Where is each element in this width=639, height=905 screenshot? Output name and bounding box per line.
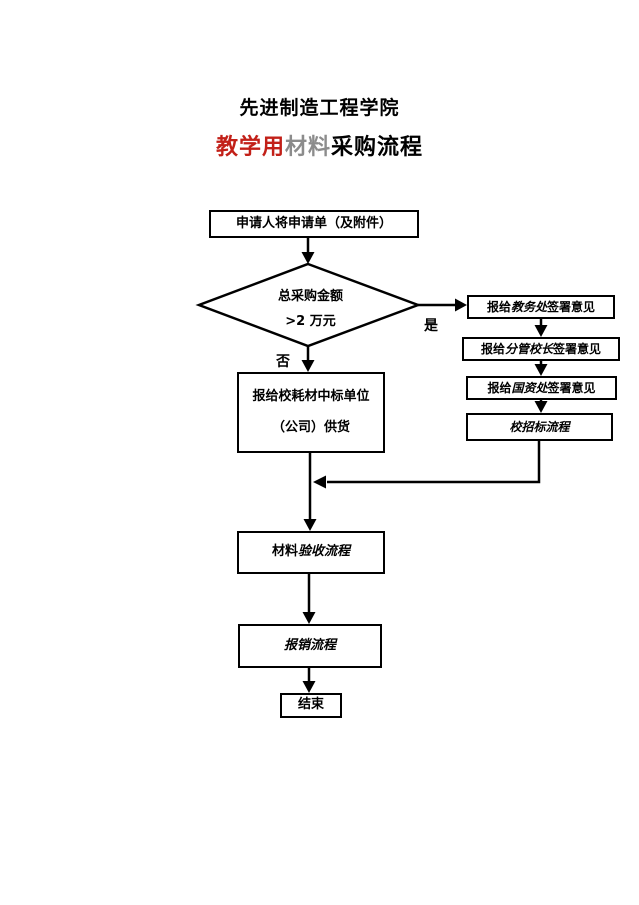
arrowhead-decision-to-approval <box>455 298 467 312</box>
approval-2-emphasis: 分管校长 <box>504 341 553 356</box>
reimbursement-node: 报销流程 <box>238 624 382 668</box>
subtitle-black-segment: 采购流程 <box>331 135 424 160</box>
arrowhead-merge-to-acceptance <box>303 519 317 531</box>
acceptance-emphasis: 验收流程 <box>298 544 351 560</box>
arrowhead-approval1-to-approval2 <box>534 325 548 337</box>
reimbursement-label: 报销流程 <box>283 637 336 653</box>
approval-node-3: 报给国资处签署意见 <box>466 376 617 400</box>
arrowhead-decision-to-supplier <box>301 360 315 372</box>
bidding-node-label: 校招标流程 <box>509 419 570 434</box>
acceptance-node: 材料验收流程 <box>237 531 385 574</box>
arrowhead-approval3-to-bidding <box>534 401 548 413</box>
arrowhead-acceptance-to-reimbursement <box>302 612 316 624</box>
subtitle-gray-segment: 材料 <box>284 135 331 160</box>
connector-bidding-to-merge <box>327 441 541 484</box>
page-title: 先进制造工程学院 <box>239 97 400 119</box>
decision-line2: >2 万元 <box>285 314 336 329</box>
arrowhead-start-to-decision <box>301 252 315 264</box>
arrowhead-approval2-to-approval3 <box>534 364 548 376</box>
supplier-line2: （公司）供货 <box>271 420 350 435</box>
end-node: 结束 <box>280 693 342 718</box>
approval-node-2: 报给分管校长签署意见 <box>462 337 620 361</box>
approval-1-emphasis: 教务处 <box>510 299 547 314</box>
decision-line1: 总采购金额 <box>277 289 343 304</box>
page-subtitle: 教学用材料采购流程 <box>0 129 639 161</box>
supplier-node: 报给校耗材中标单位 （公司）供货 <box>237 372 385 453</box>
approval-3-emphasis: 国资处 <box>511 380 548 395</box>
approval-2-prefix: 报给 <box>480 341 505 356</box>
arrowhead-reimbursement-to-end <box>302 681 316 693</box>
approval-1-prefix: 报给 <box>486 299 511 314</box>
approval-2-suffix: 签署意见 <box>553 341 602 356</box>
approval-node-1: 报给教务处签署意见 <box>467 295 615 319</box>
acceptance-prefix: 材料 <box>271 544 298 560</box>
yes-label: 是 <box>424 318 438 334</box>
end-node-label: 结束 <box>297 697 324 713</box>
decision-node: 总采购金额 >2 万元 <box>238 284 383 334</box>
supplier-line1: 报给校耗材中标单位 <box>252 388 370 404</box>
start-node-label: 申请人将申请单（及附件） <box>235 215 392 231</box>
arrowhead-bidding-to-merge <box>313 475 326 489</box>
bidding-node: 校招标流程 <box>466 413 613 441</box>
no-label: 否 <box>276 354 290 370</box>
approval-1-suffix: 签署意见 <box>547 299 596 314</box>
approval-3-prefix: 报给 <box>487 380 512 395</box>
start-node: 申请人将申请单（及附件） <box>209 210 419 238</box>
approval-3-suffix: 签署意见 <box>547 380 596 395</box>
subtitle-red-segment: 教学用 <box>215 135 285 160</box>
